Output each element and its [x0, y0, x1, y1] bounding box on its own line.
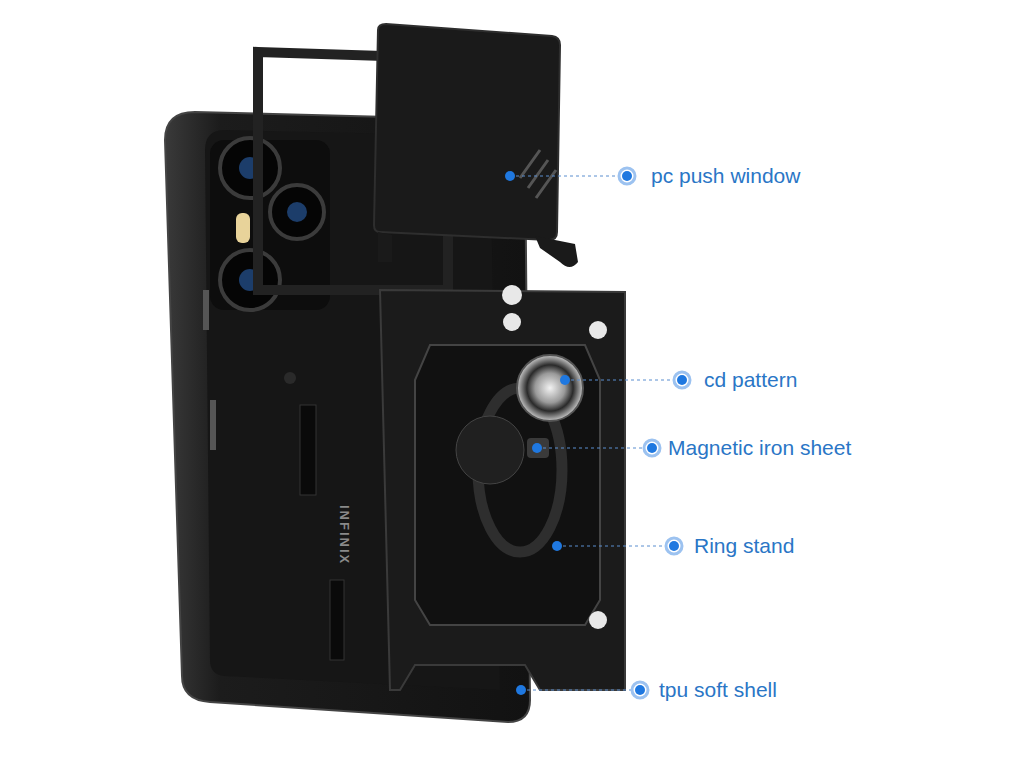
part-label: tpu soft shell — [659, 677, 777, 702]
part-label: cd pattern — [704, 367, 797, 392]
embossed-logo: INFINIX — [337, 505, 352, 565]
part-label: Magnetic iron sheet — [668, 435, 851, 460]
part-label: pc push window — [651, 163, 800, 188]
part-label: Ring stand — [694, 533, 794, 558]
